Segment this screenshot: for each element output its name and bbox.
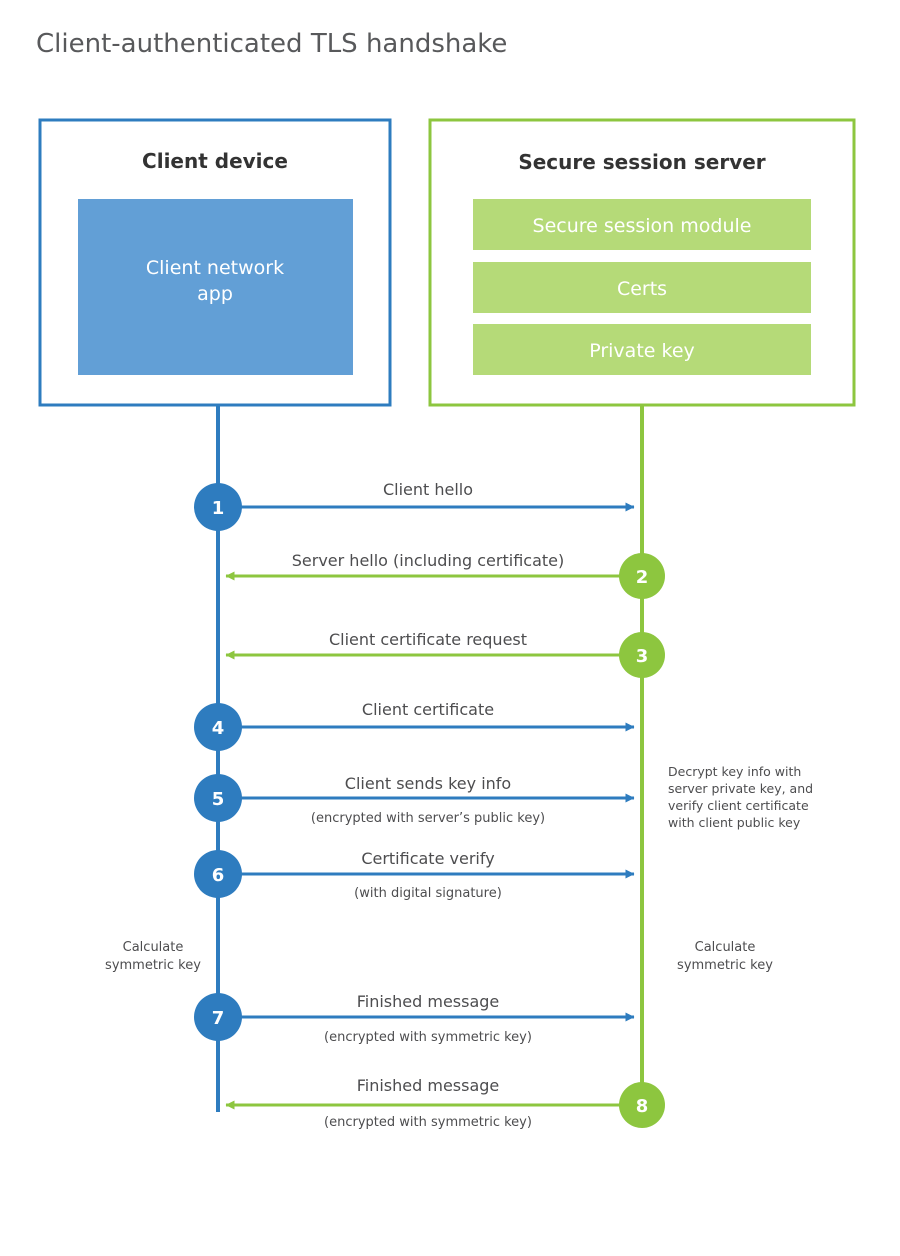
server-item-label-secure-session-module: Secure session module	[533, 215, 752, 237]
step-6-sublabel: (with digital signature)	[354, 886, 502, 901]
server-decrypt-note-line2: server private key, and	[668, 781, 813, 796]
server-decrypt-note-line1: Decrypt key info with	[668, 764, 801, 779]
server-calc-note-line1: Calculate	[695, 940, 756, 955]
step-2-server-hello: Server hello (including certificate) 2	[225, 551, 665, 599]
client-network-app-label-line1: Client network	[146, 257, 284, 279]
step-8-label: Finished message	[357, 1076, 500, 1095]
server-decrypt-note: Decrypt key info with server private key…	[668, 764, 813, 830]
step-6-marker	[194, 850, 242, 898]
server-box-title: Secure session server	[518, 150, 765, 174]
server-item-label-certs: Certs	[617, 278, 667, 300]
step-3-label: Client certificate request	[329, 630, 527, 649]
step-3-client-certificate-request: Client certificate request 3	[225, 630, 665, 678]
step-6-label: Certificate verify	[361, 849, 494, 868]
step-3-marker	[619, 632, 665, 678]
step-4-label: Client certificate	[362, 700, 494, 719]
step-8-number: 8	[636, 1096, 649, 1117]
step-8-sublabel: (encrypted with symmetric key)	[324, 1115, 532, 1130]
step-5-number: 5	[212, 789, 225, 810]
step-2-marker	[619, 553, 665, 599]
client-network-app-label-line2: app	[197, 283, 233, 305]
step-5-marker	[194, 774, 242, 822]
server-item-block-secure-session-module	[473, 199, 811, 250]
server-calculate-symmetric-key-note: Calculate symmetric key	[677, 940, 773, 973]
step-7-sublabel: (encrypted with symmetric key)	[324, 1030, 532, 1045]
step-7-finished-message-client: Finished message 7 (encrypted with symme…	[194, 992, 635, 1045]
client-device-box: Client device Client network app	[38, 118, 392, 407]
step-8-marker	[619, 1082, 665, 1128]
step-2-label: Server hello (including certificate)	[292, 551, 564, 570]
step-1-number: 1	[212, 498, 225, 519]
client-calc-note-line1: Calculate	[123, 940, 184, 955]
step-3-number: 3	[636, 646, 649, 667]
step-1-client-hello: Client hello 1	[194, 480, 635, 531]
step-4-number: 4	[212, 718, 225, 739]
server-item-block-private-key	[473, 324, 811, 375]
client-calc-note-line2: symmetric key	[105, 958, 201, 973]
step-6-number: 6	[212, 865, 225, 886]
step-4-marker	[194, 703, 242, 751]
server-calc-note-line2: symmetric key	[677, 958, 773, 973]
secure-session-server-box: Secure session server Secure session mod…	[428, 118, 856, 407]
step-5-sublabel: (encrypted with server’s public key)	[311, 811, 545, 826]
step-1-label: Client hello	[383, 480, 473, 499]
server-decrypt-note-line3: verify client certificate	[668, 798, 809, 813]
step-2-number: 2	[636, 567, 649, 588]
page-title: Client-authenticated TLS handshake	[36, 29, 507, 59]
step-4-client-certificate: Client certificate 4	[194, 700, 635, 751]
client-network-app-block	[78, 199, 353, 375]
step-7-label: Finished message	[357, 992, 500, 1011]
step-5-label: Client sends key info	[345, 774, 511, 793]
client-box-title: Client device	[142, 149, 288, 173]
step-7-marker	[194, 993, 242, 1041]
server-item-block-certs	[473, 262, 811, 313]
client-calculate-symmetric-key-note: Calculate symmetric key	[105, 940, 201, 973]
step-7-number: 7	[212, 1008, 225, 1029]
server-item-label-private-key: Private key	[589, 340, 695, 362]
step-8-finished-message-server: Finished message 8 (encrypted with symme…	[225, 1076, 665, 1130]
server-decrypt-note-line4: with client public key	[668, 815, 801, 830]
step-1-marker	[194, 483, 242, 531]
step-5-client-sends-key-info: Client sends key info 5 (encrypted with …	[194, 774, 635, 826]
step-6-certificate-verify: Certificate verify 6 (with digital signa…	[194, 849, 635, 901]
